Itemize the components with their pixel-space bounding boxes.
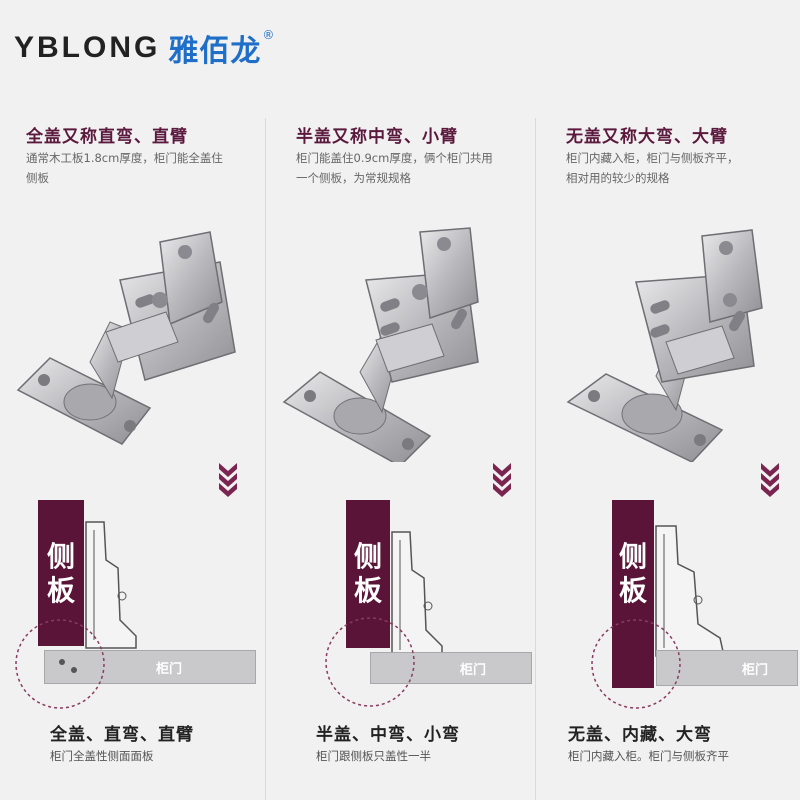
column-description: 柜门能盖住0.9cm厚度，俩个柜门共用 一个侧板，为常规规格 [296, 148, 493, 188]
side-panel [612, 500, 654, 688]
dashed-circle-icon [591, 619, 681, 709]
side-panel [346, 500, 390, 648]
chevron-down-icon [219, 463, 237, 497]
description-line: 相对用的较少的规格 [566, 171, 670, 185]
dashed-circle-icon [15, 619, 105, 709]
column-title: 无盖又称大弯、大臂 [566, 127, 728, 147]
chevron-down-icon [493, 463, 511, 497]
door-label: 柜门 [460, 663, 487, 678]
description-line: 侧板 [26, 171, 49, 185]
door-label: 柜门 [742, 663, 769, 678]
column-title: 全盖又称直弯、直臂 [26, 127, 188, 147]
side-panel-label: 侧板 [46, 540, 75, 607]
side-panel-label: 侧板 [353, 540, 382, 607]
column-divider [265, 118, 266, 800]
cabinet-door [44, 650, 256, 684]
hinge-diagram [85, 521, 137, 649]
bottom-title: 无盖、内藏、大弯 [568, 725, 712, 745]
column-description: 通常木工板1.8cm厚度，柜门能全盖住 侧板 [26, 148, 223, 188]
chevron-down-icon [761, 463, 779, 497]
cabinet-door [656, 650, 798, 686]
door-hole-icon [59, 659, 77, 673]
registered-mark: ® [262, 28, 275, 42]
brand-logo: YBLONG 雅佰龙 ® [14, 26, 274, 70]
bottom-title: 半盖、中弯、小弯 [316, 725, 460, 745]
description-line: 一个侧板，为常规规格 [296, 171, 411, 185]
side-panel-label: 侧板 [618, 540, 647, 607]
dashed-circle-icon [325, 617, 415, 707]
column-divider [535, 118, 536, 800]
bottom-title: 全盖、直弯、直臂 [50, 725, 194, 745]
column-full-overlay: 全盖又称直弯、直臂 通常木工板1.8cm厚度，柜门能全盖住 侧板 侧板 柜 [0, 0, 266, 800]
description-line: 柜门能盖住0.9cm厚度，俩个柜门共用 [296, 151, 493, 165]
cabinet-hinge-icon [566, 229, 763, 462]
brand-name-en: YBLONG [14, 31, 161, 64]
description-line: 柜门内藏入柜，柜门与侧板齐平， [566, 151, 739, 165]
description-line: 通常木工板1.8cm厚度，柜门能全盖住 [26, 151, 223, 165]
door-label: 柜门 [156, 662, 183, 677]
column-description: 柜门内藏入柜，柜门与侧板齐平， 相对用的较少的规格 [566, 148, 739, 188]
bottom-description: 柜门跟侧板只盖性一半 [316, 749, 431, 763]
column-title: 半盖又称中弯、小臂 [296, 127, 458, 147]
bottom-description: 柜门内藏入柜。柜门与侧板齐平 [568, 749, 729, 763]
brand-name-cn: 雅佰龙 [168, 34, 262, 69]
column-half-overlay: 半盖又称中弯、小臂 柜门能盖住0.9cm厚度，俩个柜门共用 一个侧板，为常规规格… [266, 0, 532, 800]
column-inset: 无盖又称大弯、大臂 柜门内藏入柜，柜门与侧板齐平， 相对用的较少的规格 侧板 [536, 0, 800, 800]
cabinet-hinge-icon [16, 231, 236, 445]
bottom-description: 柜门全盖性侧面面板 [50, 749, 154, 763]
cabinet-hinge-icon [282, 227, 479, 462]
cabinet-door [370, 652, 532, 684]
